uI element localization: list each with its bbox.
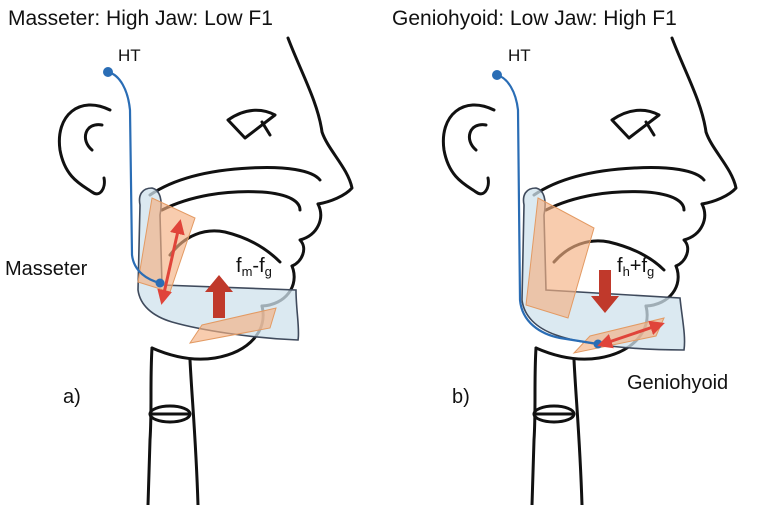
panel-a-title: Masseter: High Jaw: Low F1 xyxy=(8,7,273,30)
panel-a-letter: a) xyxy=(63,386,81,408)
panel-a-jaw-marker xyxy=(156,279,165,288)
panel-b-title: Geniohyoid: Low Jaw: High F1 xyxy=(392,7,677,30)
panel-b: Geniohyoid: Low Jaw: High F1 xyxy=(392,7,736,505)
panel-a-muscle-label: Masseter xyxy=(5,258,88,280)
panel-a: Masseter: High Jaw: Low F1 xyxy=(5,7,352,505)
panel-a-ht-marker xyxy=(103,67,113,77)
panel-b-ht-label: HT xyxy=(508,46,531,65)
panel-a-head-outline xyxy=(59,38,352,505)
panel-b-head-outline xyxy=(443,38,736,505)
panel-b-ht-marker xyxy=(492,70,502,80)
panel-a-force-label: fm-fg xyxy=(236,255,272,279)
panel-b-letter: b) xyxy=(452,386,470,408)
panel-a-ht-label: HT xyxy=(118,46,141,65)
panel-b-muscle-label: Geniohyoid xyxy=(627,372,728,394)
